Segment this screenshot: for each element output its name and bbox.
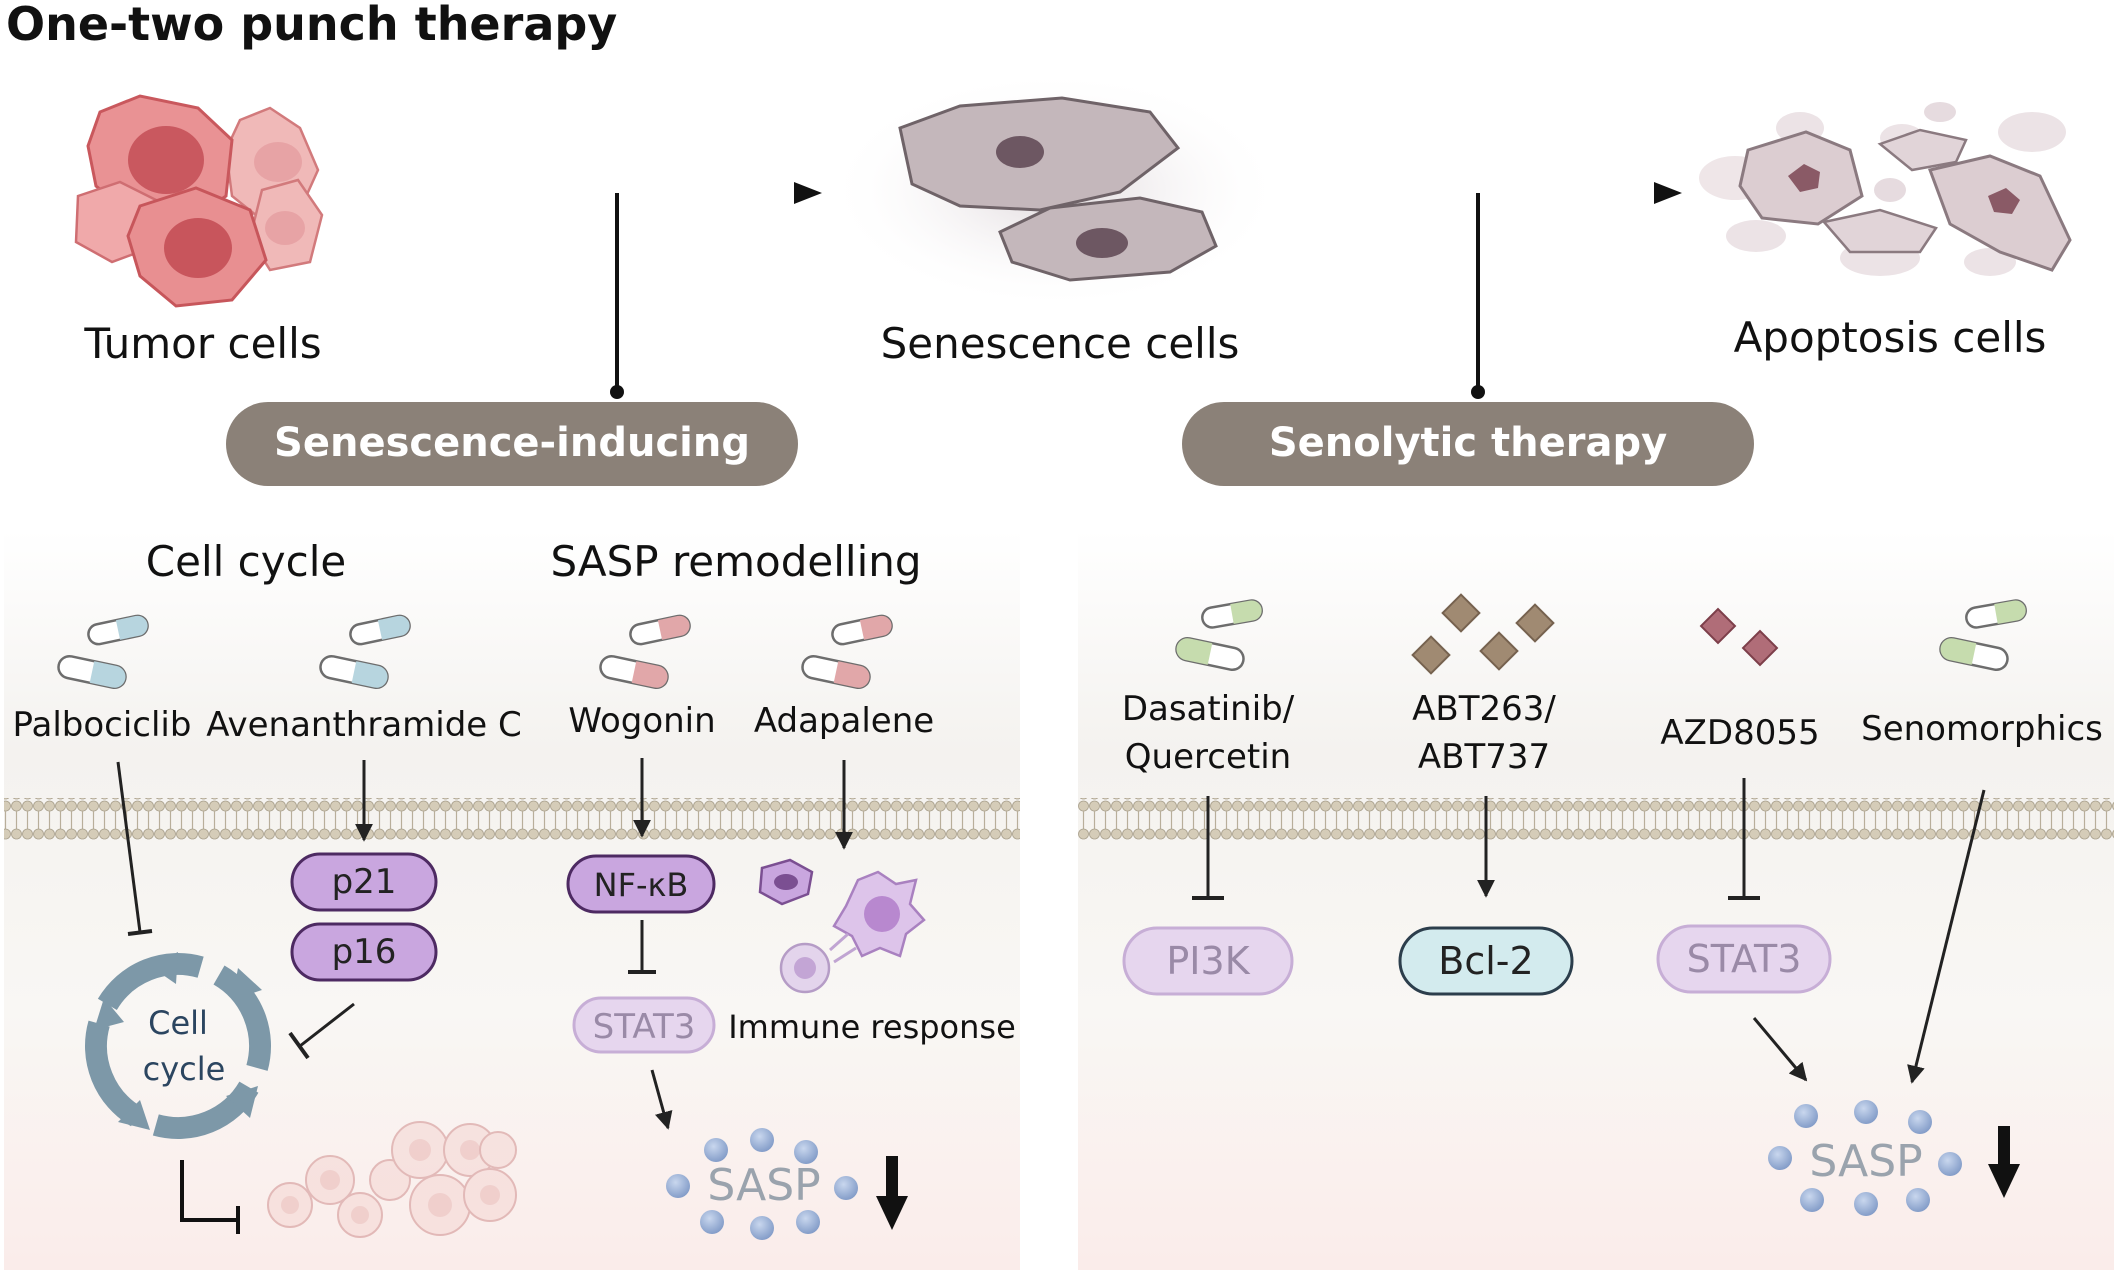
nfkb-label: NF-κB — [594, 866, 689, 904]
page-title: One-two punch therapy — [6, 0, 617, 51]
faded-tumor-cells-illustration — [267, 1121, 517, 1238]
avenanthramide-capsule-icon — [319, 614, 411, 690]
p21-label: p21 — [332, 862, 397, 902]
stat3-left-pill — [572, 996, 716, 1054]
bcl2-pill — [1398, 926, 1574, 996]
senescence-inducing-pill — [226, 402, 798, 486]
stat3-to-sasp-arrow — [650, 1069, 673, 1130]
immune-cells-illustration — [758, 858, 926, 994]
cell-cycle-circular-arrows-icon — [84, 952, 271, 1139]
senescence-inducing-label: Senescence-inducing — [274, 420, 750, 466]
stat3-left-label: STAT3 — [593, 1007, 696, 1047]
p16-inhibit-bar — [288, 1031, 310, 1060]
left-cell-membrane — [4, 798, 1020, 840]
senolytic-therapy-label: Senolytic therapy — [1269, 420, 1667, 466]
right-cell-membrane — [1078, 798, 2114, 840]
stat3-to-right-sasp-arrow — [1752, 1017, 1808, 1082]
palbociclib-label: Palbociclib — [13, 705, 192, 745]
senescence-to-apoptosis-arrowhead — [1654, 182, 1682, 204]
senomorphics-label: Senomorphics — [1861, 709, 2103, 749]
p16-pill — [290, 922, 438, 982]
tumor-cells-label: Tumor cells — [83, 319, 321, 368]
tumor-cells-illustration — [74, 94, 324, 308]
p21-pill — [290, 852, 438, 912]
senolytic-connector-dot — [1471, 385, 1485, 399]
apoptosis-cells-label: Apoptosis cells — [1734, 313, 2047, 362]
avenanthramide-label: Avenanthramide C — [206, 705, 522, 745]
tumor-to-senescence-arrowhead — [794, 182, 822, 204]
cell-cycle-heading: Cell cycle — [146, 537, 346, 586]
senolytic-therapy-pill — [1182, 402, 1754, 486]
palbociclib-capsule-icon — [57, 614, 149, 690]
wogonin-capsule-icon — [599, 614, 691, 690]
azd8055-tablet-icon — [1699, 607, 1779, 667]
palbociclib-inhibit-line — [116, 761, 142, 933]
abt-label-line1: ABT263/ — [1412, 689, 1556, 729]
apoptosis-cells-illustration — [1699, 102, 2072, 276]
dasatinib-label-line2: Quercetin — [1125, 737, 1291, 777]
cycle-inhibit-tumor-line — [180, 1160, 236, 1222]
dasatinib-capsule-icon — [1175, 599, 1263, 672]
right-sasp-dots — [1768, 1100, 1962, 1216]
senomorphics-capsule-icon — [1939, 599, 2027, 672]
p16-label: p16 — [332, 932, 397, 972]
azd8055-label: AZD8055 — [1660, 713, 1819, 753]
nfkb-pill — [566, 854, 716, 914]
immune-response-label: Immune response — [728, 1008, 1016, 1046]
bcl2-label: Bcl-2 — [1438, 939, 1533, 983]
adapalene-label: Adapalene — [754, 701, 934, 741]
left-sasp-label: SASP — [707, 1160, 820, 1211]
left-sasp-down-arrow-icon — [876, 1156, 908, 1230]
inducing-connector-dot — [610, 385, 624, 399]
palbociclib-inhibit-bar — [127, 929, 153, 936]
pi3k-label: PI3K — [1166, 939, 1250, 983]
senomorphics-to-sasp-arrow — [1907, 789, 1986, 1084]
pi3k-pill — [1122, 926, 1294, 996]
stat3-right-label: STAT3 — [1687, 937, 1802, 981]
dasatinib-label-line1: Dasatinib/ — [1122, 689, 1295, 729]
left-sasp-dots — [666, 1128, 858, 1240]
senescence-cells-label: Senescence cells — [881, 319, 1240, 368]
abt-tablet-icon — [1411, 593, 1555, 675]
stat3-right-pill — [1656, 924, 1832, 994]
cell-cycle-center-line2: cycle — [143, 1050, 226, 1088]
cell-cycle-center-line1: Cell — [148, 1004, 208, 1042]
abt-label-line2: ABT737 — [1418, 737, 1550, 777]
p16-inhibit-line — [299, 1002, 355, 1048]
senescence-cells-illustration — [825, 70, 1285, 310]
adapalene-capsule-icon — [801, 614, 893, 690]
wogonin-label: Wogonin — [568, 701, 715, 741]
sasp-remodelling-heading: SASP remodelling — [550, 537, 921, 586]
right-sasp-label: SASP — [1809, 1136, 1922, 1187]
right-sasp-down-arrow-icon — [1988, 1126, 2020, 1198]
